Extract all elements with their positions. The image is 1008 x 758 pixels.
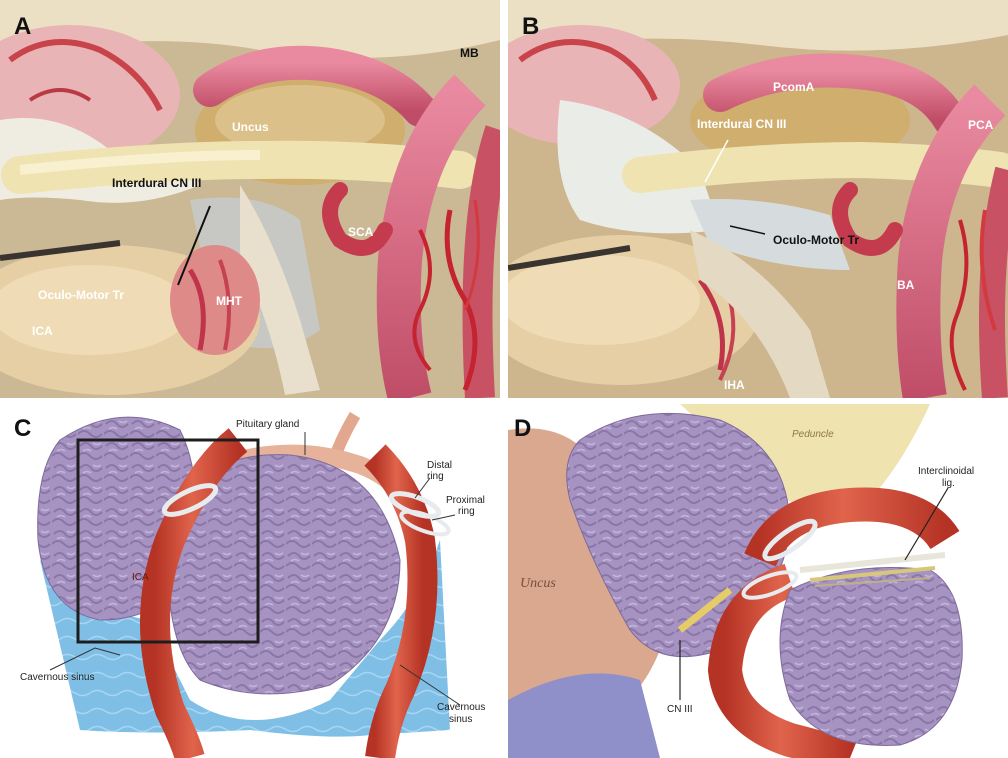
label-ba: BA — [897, 278, 915, 292]
label-interdural-cn3-a: Interdural CN III — [112, 176, 201, 190]
label-pcoma: PcomA — [773, 80, 815, 94]
label-interdural-cn3-b: Interdural CN III — [697, 117, 786, 131]
panel-a-letter: A — [14, 13, 31, 40]
panel-c — [0, 404, 500, 758]
panel-c-letter: C — [14, 415, 31, 442]
label-uncus-d: Uncus — [520, 576, 556, 591]
label-proximal-ring-1: Proximal — [446, 495, 485, 506]
label-cavernous-sinus-left: Cavernous sinus — [20, 672, 94, 683]
label-interclinoidal-1: Interclinoidal — [918, 466, 974, 477]
panel-b-letter: B — [522, 13, 539, 40]
panel-b — [508, 0, 1008, 398]
label-mht: MHT — [216, 294, 243, 308]
label-oculomotor-a: Oculo-Motor Tr — [38, 288, 124, 302]
label-pituitary-gland: Pituitary gland — [236, 419, 299, 430]
panel-a — [0, 0, 500, 398]
label-cavernous-sinus-right-1: Cavernous — [437, 702, 485, 713]
label-distal-ring-2: ring — [427, 471, 444, 482]
label-oculomotor-b: Oculo-Motor Tr — [773, 233, 859, 247]
vertical-divider — [500, 0, 508, 758]
label-sca: SCA — [348, 225, 374, 239]
panel-d-letter: D — [514, 415, 531, 442]
horizontal-divider — [0, 398, 1008, 404]
label-pca: PCA — [968, 118, 994, 132]
label-uncus: Uncus — [232, 120, 269, 134]
label-iha: IHA — [724, 378, 745, 392]
label-ica-a: ICA — [32, 324, 53, 338]
panel-d — [508, 404, 1008, 758]
label-cavernous-sinus-right-2: sinus — [449, 714, 472, 725]
label-interclinoidal-2: lig. — [942, 478, 955, 489]
label-peduncle: Peduncle — [792, 429, 834, 440]
label-ica-c: ICA — [132, 572, 149, 583]
label-mb: MB — [460, 46, 479, 60]
label-proximal-ring-2: ring — [458, 506, 475, 517]
label-distal-ring-1: Distal — [427, 460, 452, 471]
label-cn3-d: CN III — [667, 704, 693, 715]
